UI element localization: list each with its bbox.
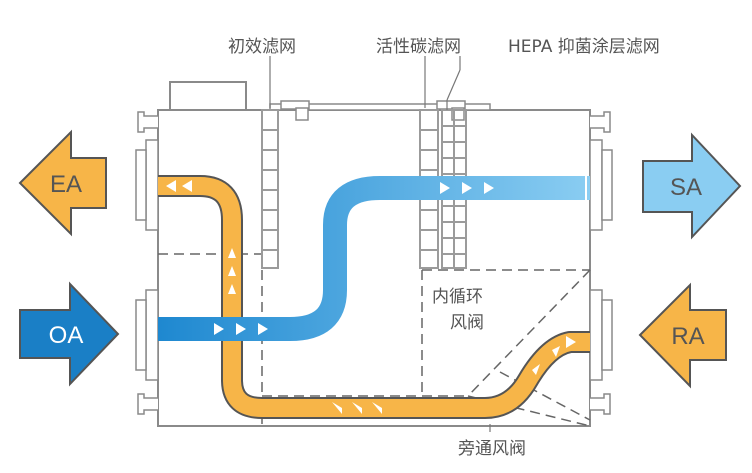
hepa-filter-label: HEPA 抑菌涂层滤网: [508, 37, 660, 57]
filter-tab-left: [295, 107, 309, 121]
ea-label: EA: [50, 171, 82, 198]
ea-arrow: [18, 129, 107, 237]
bypass-damper-label: 旁通风阀: [458, 439, 526, 459]
oa-arrow: [19, 281, 120, 387]
filter-handle-left: [280, 100, 310, 110]
sa-arrow: [642, 132, 742, 240]
supply-airflow: [158, 176, 590, 341]
primary-filter-label: 初效滤网: [228, 37, 296, 57]
flow-arrows: [166, 180, 576, 414]
carbon-filter-label: 活性碳滤网: [376, 37, 461, 57]
exhaust-airflow: [158, 177, 590, 417]
sa-label: SA: [670, 174, 702, 201]
ra-arrow: [638, 282, 727, 389]
oa-label: OA: [49, 322, 84, 349]
motor-housing: [169, 81, 247, 113]
ra-label: RA: [671, 323, 704, 350]
recirculation-damper-label-line1: 内循环: [432, 287, 483, 307]
recirculation-damper-label-line2: 风阀: [450, 313, 484, 333]
mounting-brackets: [137, 111, 611, 415]
label-leaders: [269, 56, 491, 432]
primary-filter: [261, 109, 279, 269]
